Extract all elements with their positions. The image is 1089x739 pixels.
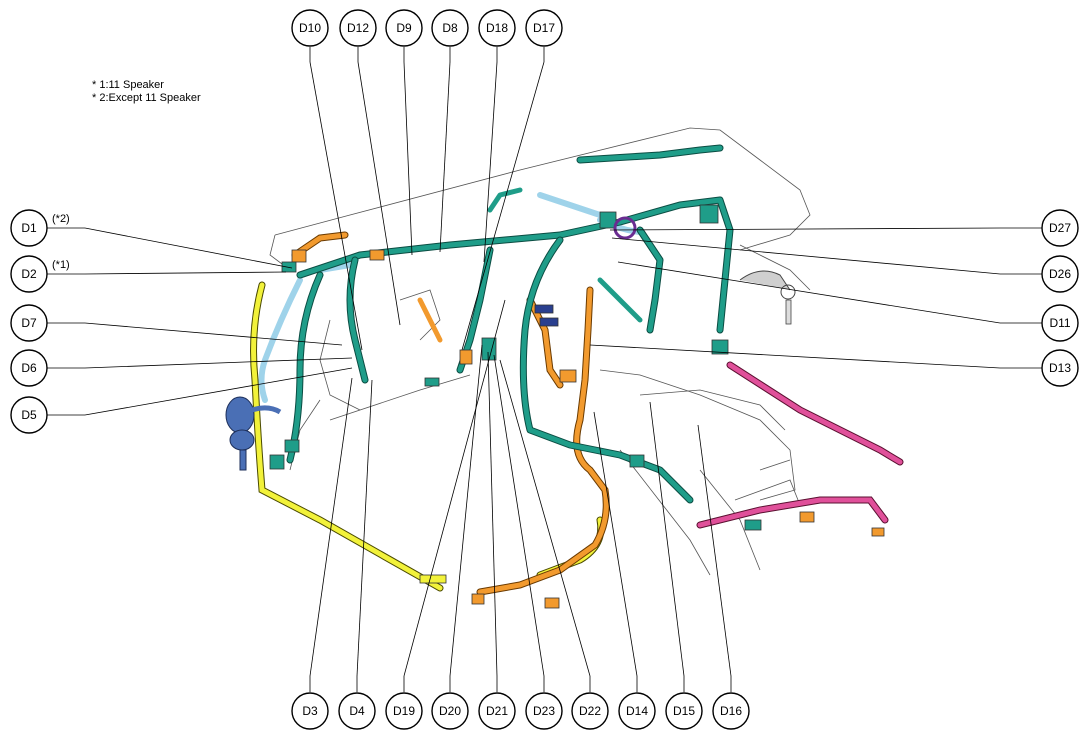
callout-d18: D18 (478, 9, 516, 47)
callout-d12-label: D12 (347, 21, 369, 35)
callout-d26-label: D26 (1049, 267, 1071, 281)
callout-d19: D19 (385, 692, 423, 730)
blue-component (225, 396, 282, 471)
callout-d4: D4 (338, 692, 376, 730)
callout-d19-label: D19 (393, 704, 415, 718)
callout-d15: D15 (665, 692, 703, 730)
callout-d22: D22 (571, 692, 609, 730)
callout-left-column: D1 (*2) D2 (*1) D7 D6 D5 (10, 209, 70, 434)
callout-d18-label: D18 (486, 21, 508, 35)
callout-d5: D5 (10, 396, 48, 434)
callout-d27-label: D27 (1049, 221, 1071, 235)
dashboard-outline (269, 127, 811, 576)
callout-d20-label: D20 (439, 704, 461, 718)
callout-bottom-row: D3 D4 D19 D20 D21 D23 D22 D14 (291, 692, 750, 730)
callout-d16-label: D16 (720, 704, 742, 718)
callout-d17: D17 (525, 9, 563, 47)
note-1: * 1:11 Speaker (92, 79, 164, 91)
callout-d5-label: D5 (21, 408, 37, 422)
callout-d14: D14 (618, 692, 656, 730)
callout-d16: D16 (712, 692, 750, 730)
vehicle-illustration (225, 127, 904, 609)
callout-d9-label: D9 (396, 21, 412, 35)
callout-d27: D27 (1041, 209, 1079, 247)
callout-top-row: D10 D12 D9 D8 D18 D17 (291, 9, 563, 47)
callout-d21-label: D21 (486, 704, 508, 718)
callout-d1-tag: (*2) (52, 213, 70, 225)
callout-d23-label: D23 (533, 704, 555, 718)
callout-d11: D11 (1041, 304, 1079, 342)
callout-d21: D21 (478, 692, 516, 730)
callout-d10-label: D10 (299, 21, 321, 35)
callout-right-column: D27 D26 D11 D13 (1041, 209, 1079, 387)
callout-d10: D10 (291, 9, 329, 47)
callout-d22-label: D22 (579, 704, 601, 718)
callout-d6-label: D6 (21, 361, 37, 375)
callout-d4-label: D4 (349, 704, 365, 718)
callout-d6: D6 (10, 349, 48, 387)
callout-d1: D1 (*2) (10, 209, 70, 247)
callout-d17-label: D17 (533, 21, 555, 35)
callout-d13-label: D13 (1049, 361, 1071, 375)
note-2: * 2:Except 11 Speaker (92, 92, 201, 104)
callout-d2: D2 (*1) (10, 255, 70, 293)
callout-d15-label: D15 (673, 704, 695, 718)
footnotes: * 1:11 Speaker * 2:Except 11 Speaker (92, 79, 201, 104)
callout-d7-label: D7 (21, 316, 37, 330)
callout-d12: D12 (339, 9, 377, 47)
callout-d14-label: D14 (626, 704, 648, 718)
callout-d11-label: D11 (1049, 316, 1070, 330)
callout-d2-label: D2 (21, 267, 37, 281)
callout-d3: D3 (291, 692, 329, 730)
callout-d9: D9 (385, 9, 423, 47)
callout-d20: D20 (431, 692, 469, 730)
leader-lines (47, 47, 1042, 692)
callout-d23: D23 (525, 692, 563, 730)
callout-d7: D7 (10, 304, 48, 342)
callout-d8: D8 (431, 9, 469, 47)
callout-d3-label: D3 (302, 704, 318, 718)
callout-d1-label: D1 (21, 221, 37, 235)
grey-component (739, 270, 796, 325)
callout-d26: D26 (1041, 255, 1079, 293)
callout-d2-tag: (*1) (52, 259, 70, 271)
callout-d8-label: D8 (442, 21, 458, 35)
callout-d13: D13 (1041, 349, 1079, 387)
connector-blocks (269, 204, 885, 609)
